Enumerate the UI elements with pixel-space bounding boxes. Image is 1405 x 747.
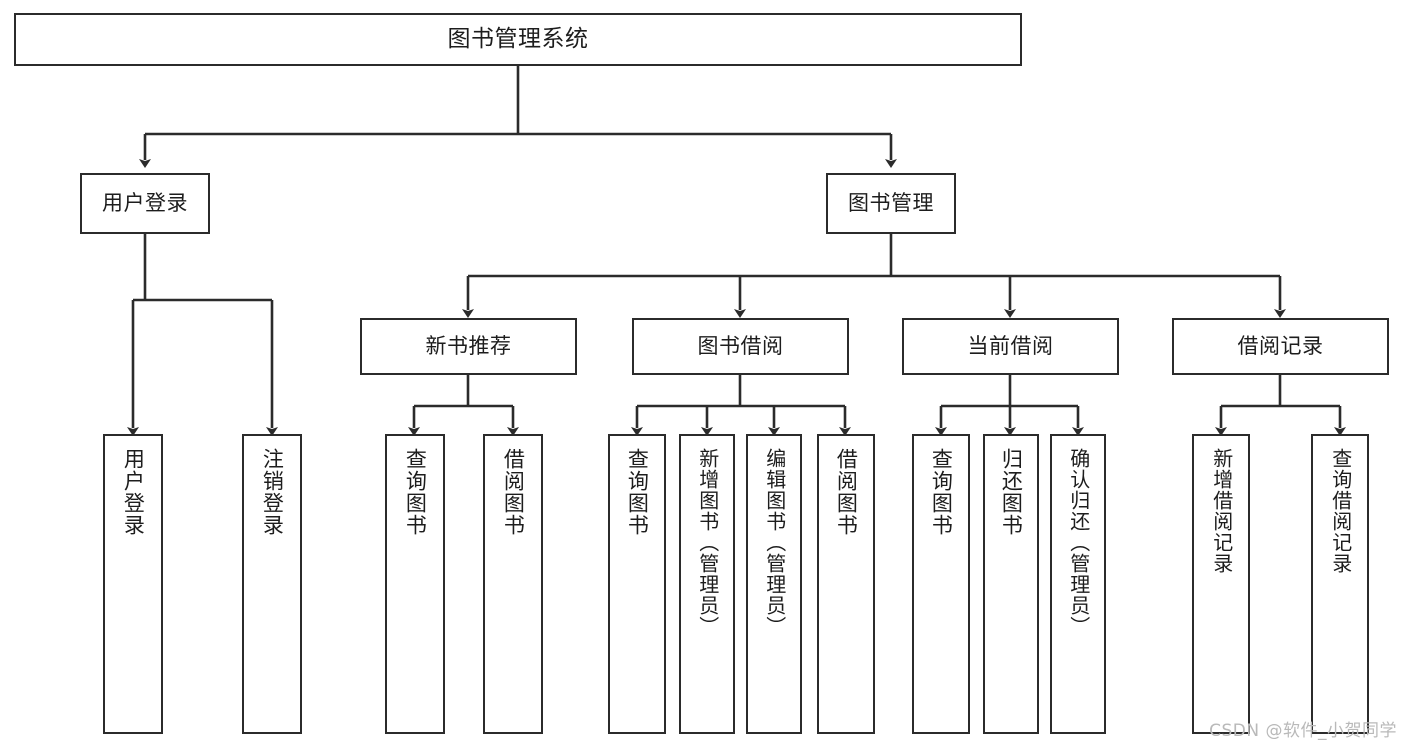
node-leaf-user-login-label: 用户登录 <box>121 448 146 536</box>
node-borrow-record[interactable]: 借阅记录 <box>1172 318 1389 375</box>
node-leaf-edit-book[interactable]: 编辑图书（管理员） <box>746 434 802 734</box>
node-leaf-query-book-3[interactable]: 查询图书 <box>912 434 970 734</box>
node-leaf-logout-login-label: 注销登录 <box>260 448 285 536</box>
node-book-borrow[interactable]: 图书借阅 <box>632 318 849 375</box>
node-root-label: 图书管理系统 <box>447 25 589 52</box>
node-leaf-query-record-label: 查询借阅记录 <box>1328 448 1353 574</box>
node-user-login[interactable]: 用户登录 <box>80 173 210 234</box>
node-leaf-query-record[interactable]: 查询借阅记录 <box>1311 434 1369 734</box>
node-leaf-query-book-2-label: 查询图书 <box>625 448 650 536</box>
node-user-login-label: 用户登录 <box>102 190 188 215</box>
node-leaf-query-book-2[interactable]: 查询图书 <box>608 434 666 734</box>
node-leaf-borrow-book-1-label: 借阅图书 <box>501 448 526 536</box>
node-book-manage[interactable]: 图书管理 <box>826 173 956 234</box>
node-new-book-recommend-label: 新书推荐 <box>425 333 512 358</box>
node-leaf-return-book-label: 归还图书 <box>999 448 1024 536</box>
node-leaf-query-book-1[interactable]: 查询图书 <box>385 434 445 734</box>
node-leaf-confirm-return[interactable]: 确认归还（管理员） <box>1050 434 1106 734</box>
node-current-borrow-label: 当前借阅 <box>967 333 1054 358</box>
node-leaf-add-record[interactable]: 新增借阅记录 <box>1192 434 1250 734</box>
node-current-borrow[interactable]: 当前借阅 <box>902 318 1119 375</box>
node-new-book-recommend[interactable]: 新书推荐 <box>360 318 577 375</box>
node-book-manage-label: 图书管理 <box>848 190 934 215</box>
node-leaf-query-book-1-label: 查询图书 <box>403 448 428 536</box>
node-book-borrow-label: 图书借阅 <box>697 333 784 358</box>
node-leaf-logout-login[interactable]: 注销登录 <box>242 434 302 734</box>
node-root[interactable]: 图书管理系统 <box>14 13 1022 66</box>
node-leaf-return-book[interactable]: 归还图书 <box>983 434 1039 734</box>
node-leaf-query-book-3-label: 查询图书 <box>929 448 954 536</box>
node-leaf-add-book-label: 新增图书（管理员） <box>695 448 720 637</box>
node-leaf-add-book[interactable]: 新增图书（管理员） <box>679 434 735 734</box>
node-borrow-record-label: 借阅记录 <box>1237 333 1324 358</box>
node-leaf-edit-book-label: 编辑图书（管理员） <box>762 448 787 637</box>
node-leaf-add-record-label: 新增借阅记录 <box>1209 448 1234 574</box>
node-leaf-confirm-return-label: 确认归还（管理员） <box>1066 448 1091 637</box>
watermark-text: CSDN @软件_小贺同学 <box>1209 721 1397 741</box>
node-leaf-borrow-book-2-label: 借阅图书 <box>834 448 859 536</box>
node-leaf-borrow-book-2[interactable]: 借阅图书 <box>817 434 875 734</box>
node-leaf-user-login[interactable]: 用户登录 <box>103 434 163 734</box>
node-leaf-borrow-book-1[interactable]: 借阅图书 <box>483 434 543 734</box>
